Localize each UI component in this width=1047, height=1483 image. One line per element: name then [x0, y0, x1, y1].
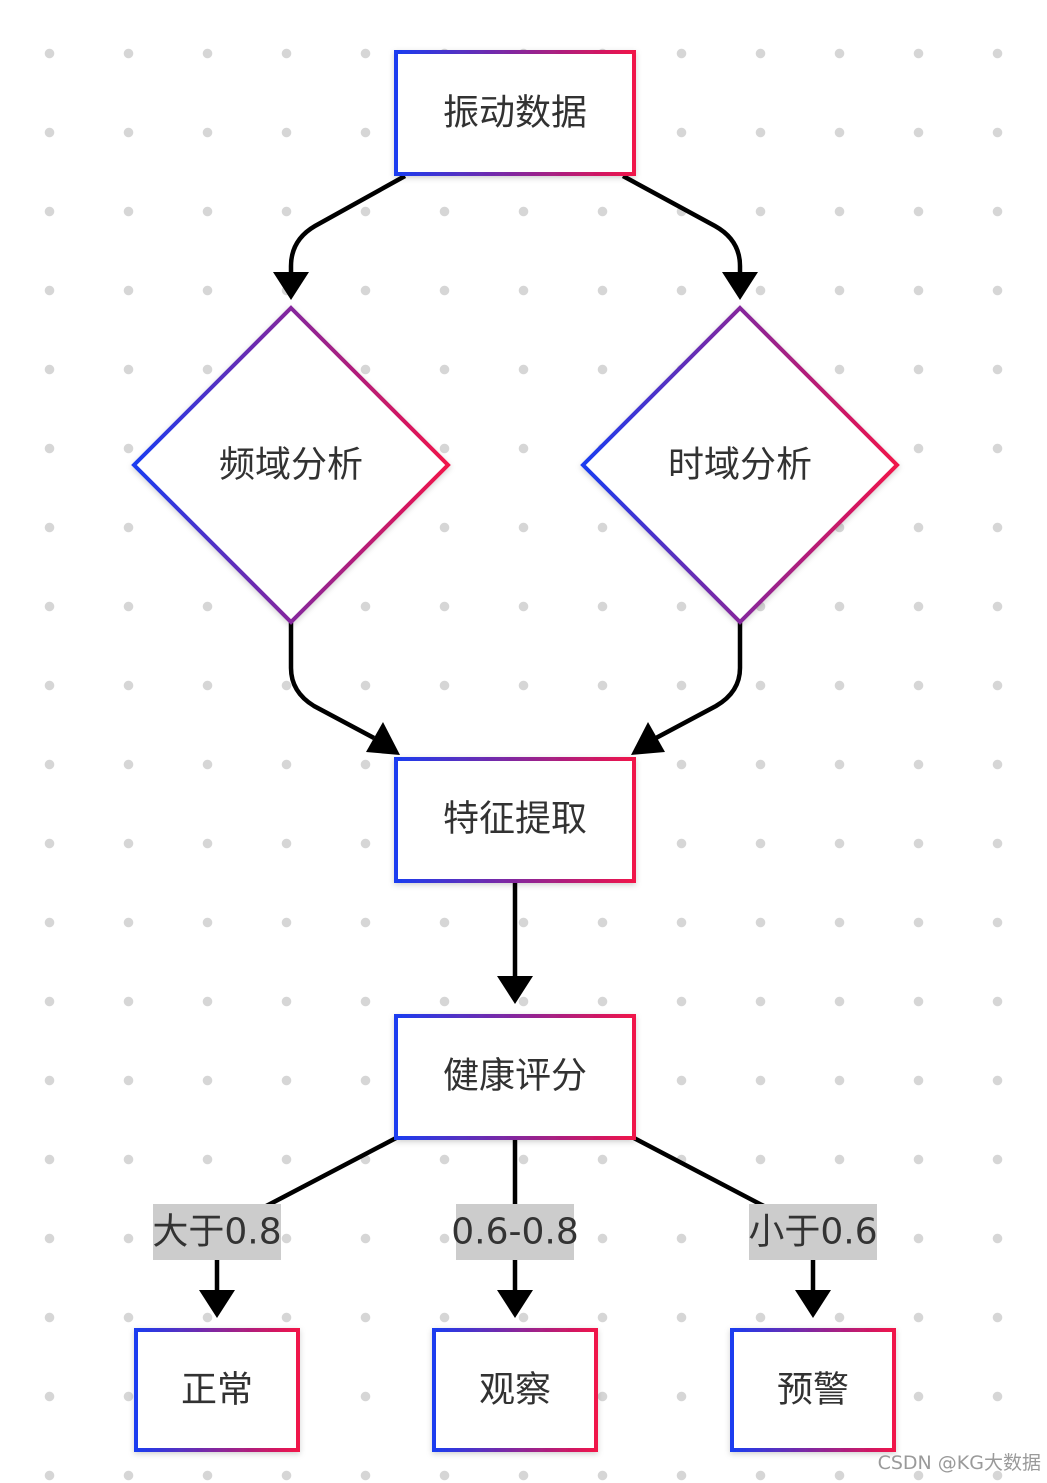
arrowhead-feature-left — [366, 722, 400, 755]
node-label: 预警 — [777, 1370, 849, 1411]
arrowhead-time — [722, 272, 758, 300]
edge-label-text: 小于0.6 — [748, 1212, 877, 1253]
edge-label-bg — [749, 1204, 877, 1260]
node-observe[interactable]: 观察 — [432, 1328, 598, 1452]
arrowhead-health — [497, 976, 533, 1004]
node-normal[interactable]: 正常 — [134, 1328, 300, 1452]
watermark-text: CSDN @KG大数据 — [877, 1452, 1041, 1474]
node-warning[interactable]: 预警 — [730, 1328, 896, 1452]
edge-vibration-to-time — [621, 174, 743, 274]
arrowhead-freq — [273, 272, 309, 300]
arrowhead-normal — [199, 1290, 235, 1318]
edge-label-text: 0.6-0.8 — [451, 1212, 579, 1253]
arrowhead-feature-right — [631, 722, 665, 755]
edge-vibration-to-freq — [288, 174, 407, 274]
node-label: 时域分析 — [668, 445, 812, 486]
edge-label-bg — [456, 1204, 574, 1260]
node-label: 频域分析 — [219, 445, 363, 486]
edge-freq-to-feature — [288, 622, 376, 740]
arrowhead-observe — [497, 1290, 533, 1318]
node-label: 特征提取 — [443, 799, 587, 840]
edge-label-lt06: 小于0.6 — [748, 1204, 878, 1260]
node-label: 健康评分 — [443, 1056, 587, 1097]
node-vibration-data[interactable]: 振动数据 — [394, 50, 636, 176]
node-health-score[interactable]: 健康评分 — [394, 1014, 636, 1140]
node-frequency-analysis[interactable]: 频域分析 — [131, 305, 451, 625]
edge-time-to-feature — [654, 622, 743, 740]
edge-label-bg — [153, 1204, 281, 1260]
edge-label-text: 大于0.8 — [152, 1212, 281, 1253]
node-label: 振动数据 — [443, 93, 587, 134]
node-label: 观察 — [479, 1370, 551, 1411]
arrowhead-warning — [795, 1290, 831, 1318]
node-label: 正常 — [181, 1370, 253, 1411]
edge-label-range: 0.6-0.8 — [451, 1204, 579, 1260]
edge-label-gt08: 大于0.8 — [152, 1204, 282, 1260]
node-feature-extraction[interactable]: 特征提取 — [394, 757, 636, 883]
node-time-analysis[interactable]: 时域分析 — [580, 305, 900, 625]
